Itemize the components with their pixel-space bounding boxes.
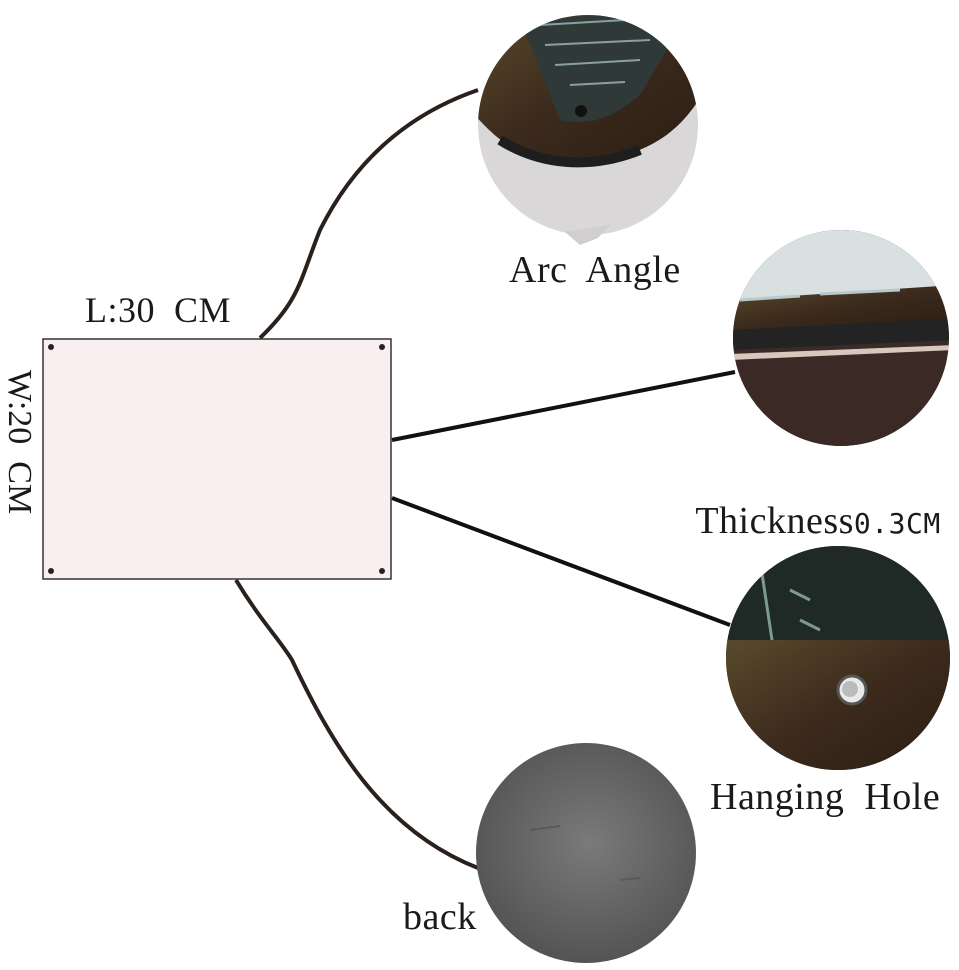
thickness-photo (733, 230, 949, 446)
arc-angle-photo-tab (565, 225, 610, 245)
length-label: L:30 CM (85, 290, 232, 330)
width-label: W:20 CM (1, 370, 38, 515)
arc-angle-label: Arc Angle (509, 249, 681, 291)
back-photo (476, 743, 696, 963)
thickness-label-text: Thickness (695, 500, 854, 542)
hanging-hole-label: Hanging Hole (710, 776, 941, 818)
connector-back (234, 578, 479, 870)
hanging-hole-photo (726, 546, 950, 770)
connector-hanging-hole (391, 496, 731, 627)
connector-arc-angle (258, 88, 479, 340)
metal-sign-panel (42, 338, 392, 580)
thickness-value: 0.3CM (853, 507, 941, 540)
arc-angle-photo (478, 15, 698, 235)
panel-hole-top-left (48, 344, 54, 350)
panel-hole-top-right (379, 344, 385, 350)
panel-hole-bottom-right (379, 568, 385, 574)
connector-thickness (391, 370, 736, 442)
thickness-label: Thickness0.3CM (656, 455, 941, 587)
back-label: back (403, 896, 477, 938)
panel-hole-bottom-left (48, 568, 54, 574)
